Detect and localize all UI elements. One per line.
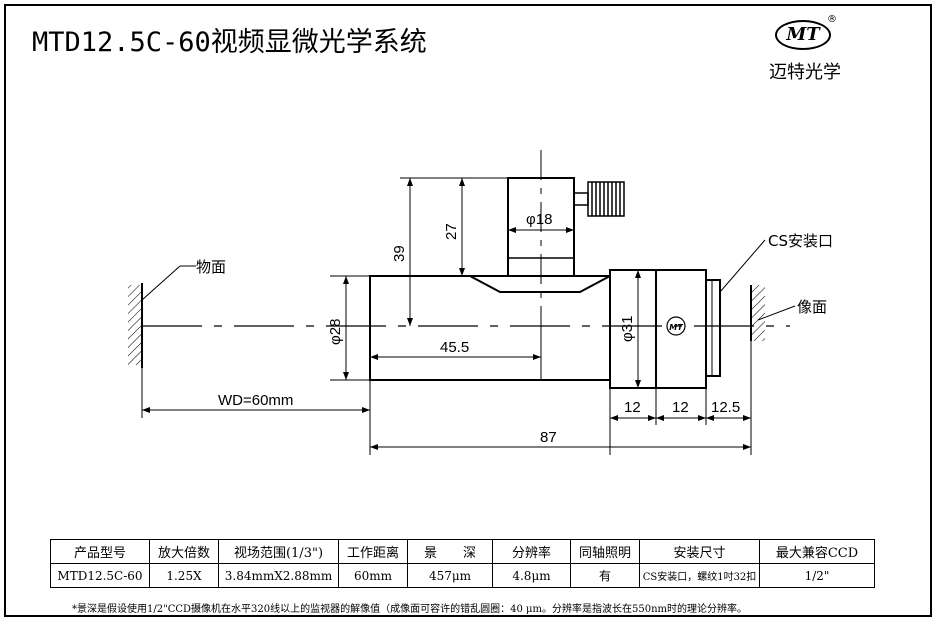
d31-dim-text: φ31 <box>619 316 636 342</box>
d28-dim-text: φ28 <box>327 319 344 345</box>
wd-dim-text: WD=60mm <box>218 392 293 409</box>
illumination-saddle <box>469 275 611 293</box>
value-cell: 60mm <box>338 563 408 588</box>
object-plane-leader <box>141 265 181 301</box>
lens-mark-label: MT <box>669 323 683 332</box>
spec-table-header-row: 产品型号 放大倍数 视场范围(1/3") 工作距离 景 深 分辨率 同轴照明 安… <box>50 539 875 564</box>
total-87-dim-text: 87 <box>540 429 557 446</box>
header-cell: 放大倍数 <box>149 539 219 564</box>
header-cell: 视场范围(1/3") <box>218 539 339 564</box>
value-cell: 3.84mmX2.88mm <box>218 563 339 588</box>
value-cell: MTD12.5C-60 <box>50 563 150 588</box>
w12a-dim-text: 12 <box>624 399 641 416</box>
image-plane-label: 像面 <box>797 298 827 316</box>
spec-table-row: MTD12.5C-60 1.25X 3.84mmX2.88mm 60mm 457… <box>50 563 875 588</box>
header-cell: 安装尺寸 <box>639 539 760 564</box>
spec-table: 产品型号 放大倍数 视场范围(1/3") 工作距离 景 深 分辨率 同轴照明 安… <box>50 539 875 588</box>
w12-5-dim-text: 12.5 <box>711 399 740 416</box>
image-plane-leader <box>757 305 796 321</box>
value-cell: 457μm <box>407 563 493 588</box>
brand-name: 迈特光学 <box>769 62 841 83</box>
h39-dim-text: 39 <box>391 245 408 262</box>
footnote: *景深是假设使用1/2"CCD摄像机在水平320线以上的监视器的解像值（成像面可… <box>72 604 747 615</box>
w12b-dim-text: 12 <box>672 399 689 416</box>
cs-mount-leader <box>719 239 766 293</box>
header-cell: 景 深 <box>407 539 493 564</box>
registered-mark: ® <box>827 14 837 25</box>
value-cell: 1.25X <box>149 563 219 588</box>
cs-mount-label: CS安装口 <box>768 232 833 250</box>
object-plane-label: 物面 <box>196 258 226 276</box>
header-cell: 分辨率 <box>492 539 571 564</box>
header-cell: 工作距离 <box>338 539 408 564</box>
h27-dim-text: 27 <box>443 223 460 240</box>
value-cell: 1/2" <box>759 563 875 588</box>
len-45-5-dim-text: 45.5 <box>440 339 469 356</box>
lens-mark-circle <box>666 316 686 336</box>
object-plane <box>128 283 143 368</box>
value-cell: 有 <box>570 563 640 588</box>
value-cell: 4.8μm <box>492 563 571 588</box>
brand-logo: MT ® 迈特光学 <box>765 14 845 84</box>
image-plane <box>750 285 765 341</box>
d18-dim-text: φ18 <box>526 211 552 228</box>
value-cell: CS安装口，螺纹1吋32扣 <box>639 563 760 588</box>
page-title: MTD12.5C-60视频显微光学系统 <box>32 27 427 58</box>
adjust-knob <box>573 181 625 217</box>
header-cell: 产品型号 <box>50 539 150 564</box>
drawing-frame <box>4 4 932 617</box>
logo-mark: MT <box>775 20 831 50</box>
header-cell: 最大兼容CCD <box>759 539 875 564</box>
rear-housing <box>609 269 721 389</box>
header-cell: 同轴照明 <box>570 539 640 564</box>
